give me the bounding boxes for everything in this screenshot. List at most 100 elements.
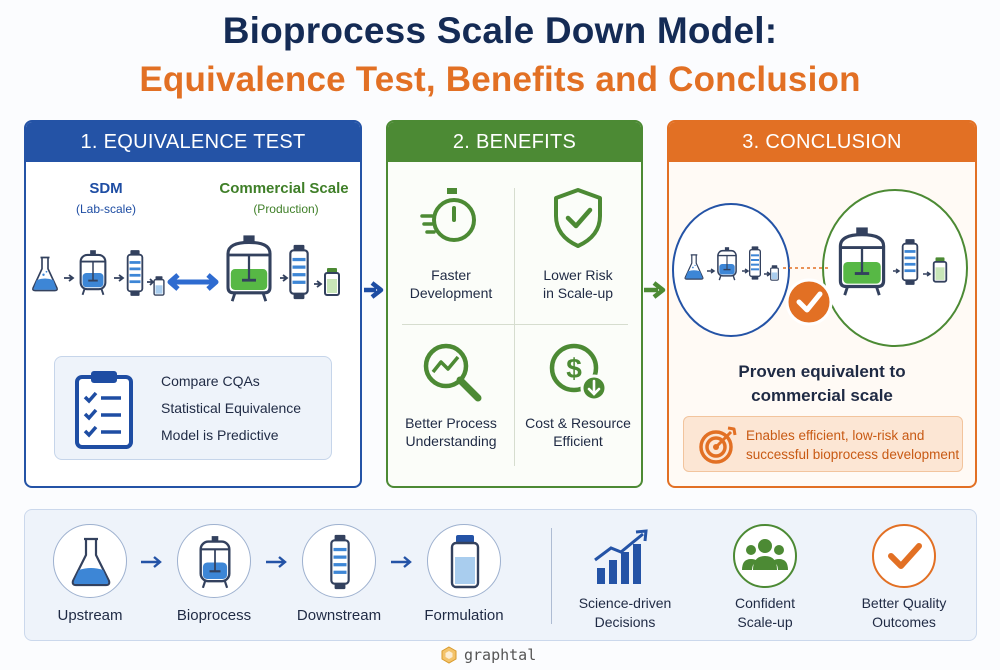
bioprocess-step-circle [177, 524, 251, 598]
bioreactor-icon [717, 246, 737, 281]
flow-arrow-icon [364, 281, 384, 299]
chromatography-column-icon [901, 238, 919, 286]
step-label: Upstream [57, 607, 123, 624]
arrow-icon [314, 280, 323, 288]
arrow-icon [742, 268, 750, 274]
outcome-better-quality: Better Quality Outcomes [839, 594, 969, 632]
enables-callout: Enables efficient, low-risk and successf… [683, 416, 963, 472]
flask-icon [71, 537, 111, 587]
svg-text:$: $ [566, 353, 582, 384]
benefits-heading: 2. BENEFITS [388, 122, 641, 162]
vial-icon [770, 264, 779, 281]
arrow-icon [280, 274, 289, 282]
formulation-step-circle [427, 524, 501, 598]
benefit-line: Better Process [405, 415, 497, 431]
arrow-icon [141, 556, 162, 568]
outcome-line: Scale-up [737, 614, 793, 630]
criteria-card: Compare CQAs Statistical Equivalence Mod… [54, 356, 332, 460]
benefit-faster-development: Faster Development [388, 266, 514, 302]
page-subtitle: Equivalence Test, Benefits and Conclusio… [139, 60, 861, 99]
benefit-line: Cost & Resource [525, 415, 631, 431]
arrow-icon [923, 271, 932, 277]
checkmark-icon [888, 543, 922, 569]
sdm-label: SDM [89, 180, 123, 197]
arrow-icon [114, 274, 125, 282]
outcome-confident-scaleup: Confident Scale-up [700, 594, 830, 632]
scale-comparison-illustration [31, 234, 341, 303]
outcome-line: Better Quality [861, 595, 947, 611]
equivalence-illustration [672, 189, 968, 347]
vial-icon [323, 266, 341, 297]
outcome-line: Decisions [594, 614, 656, 630]
step-label: Formulation [424, 607, 504, 624]
workflow-strip: Upstream Bioprocess Downstream Formulati… [24, 509, 977, 641]
benefit-line: in Scale-up [542, 285, 614, 301]
benefit-cost-efficient: Cost & Resource Efficient [515, 414, 641, 450]
arrow-icon [707, 268, 716, 274]
stopwatch-icon [420, 188, 476, 242]
grid-divider [514, 188, 515, 466]
production-bioreactor-icon [838, 226, 886, 297]
chromatography-column-icon [748, 245, 762, 281]
bioreactor-icon [199, 535, 231, 590]
graphtal-logo-icon [441, 646, 457, 664]
commercial-scale-sublabel: (Production) [253, 202, 319, 216]
arrow-icon [893, 268, 901, 274]
production-bioreactor-icon [226, 234, 272, 303]
enables-line: successful bioprocess development [746, 447, 960, 462]
arrow-icon [266, 556, 287, 568]
outcome-line: Confident [735, 595, 795, 611]
vial-icon [153, 275, 165, 296]
confident-scaleup-circle [733, 524, 797, 588]
arrow-icon [391, 556, 412, 568]
team-icon [742, 539, 788, 570]
benefit-line: Faster [431, 267, 471, 283]
arrow-icon [147, 278, 155, 286]
chromatography-column-icon [330, 533, 350, 591]
equivalence-test-heading: 1. EQUIVALENCE TEST [26, 122, 360, 162]
page-title: Bioprocess Scale Down Model: [222, 10, 778, 51]
criteria-item: Compare CQAs [161, 373, 260, 389]
brand-name: graphtal [464, 646, 537, 664]
arrow-icon [64, 274, 75, 282]
benefit-better-understanding: Better Process Understanding [388, 414, 514, 450]
magnifier-chart-icon [423, 343, 482, 402]
check-badge-icon [785, 278, 833, 326]
conclusion-heading: 3. CONCLUSION [669, 122, 975, 162]
commercial-scale-label: Commercial Scale [219, 180, 349, 197]
outcome-science-driven: Science-driven Decisions [560, 594, 690, 632]
benefits-panel: 2. BENEFITS Faster Development Lower Ris… [386, 120, 643, 488]
criteria-item: Statistical Equivalence [161, 400, 302, 416]
vial-icon [450, 535, 480, 589]
sdm-sublabel: (Lab-scale) [75, 202, 137, 216]
conclusion-statement: Proven equivalent to commercial scale [669, 360, 975, 408]
outcome-line: Outcomes [872, 614, 936, 630]
conclusion-line: Proven equivalent to [738, 362, 906, 381]
benefit-line: Development [409, 285, 493, 301]
step-label: Downstream [296, 607, 382, 624]
bar-chart-growth-icon [594, 529, 648, 584]
flow-arrow-icon [644, 281, 666, 299]
chromatography-column-icon [126, 249, 144, 297]
flask-icon [31, 256, 59, 292]
conclusion-panel: 3. CONCLUSION Proven equivalent to comme… [667, 120, 977, 488]
enables-text: Enables efficient, low-risk and successf… [746, 426, 962, 464]
target-icon [699, 426, 737, 464]
benefit-line: Lower Risk [543, 267, 613, 283]
grid-divider [402, 324, 628, 325]
downstream-step-circle [302, 524, 376, 598]
shield-check-icon [554, 188, 602, 248]
dollar-savings-icon: $ [549, 343, 608, 402]
arrow-icon [764, 271, 772, 277]
outcome-line: Science-driven [578, 595, 672, 611]
brand-footer: graphtal [440, 646, 536, 664]
step-label: Bioprocess [176, 607, 252, 624]
equivalence-test-panel: 1. EQUIVALENCE TEST SDM (Lab-scale) Comm… [24, 120, 362, 488]
vial-icon [932, 256, 948, 283]
criteria-item: Model is Predictive [161, 427, 279, 443]
benefit-lower-risk: Lower Risk in Scale-up [515, 266, 641, 302]
clipboard-checklist-icon [75, 371, 133, 449]
better-quality-circle [872, 524, 936, 588]
chromatography-column-icon [289, 244, 309, 300]
benefit-line: Understanding [405, 433, 497, 449]
